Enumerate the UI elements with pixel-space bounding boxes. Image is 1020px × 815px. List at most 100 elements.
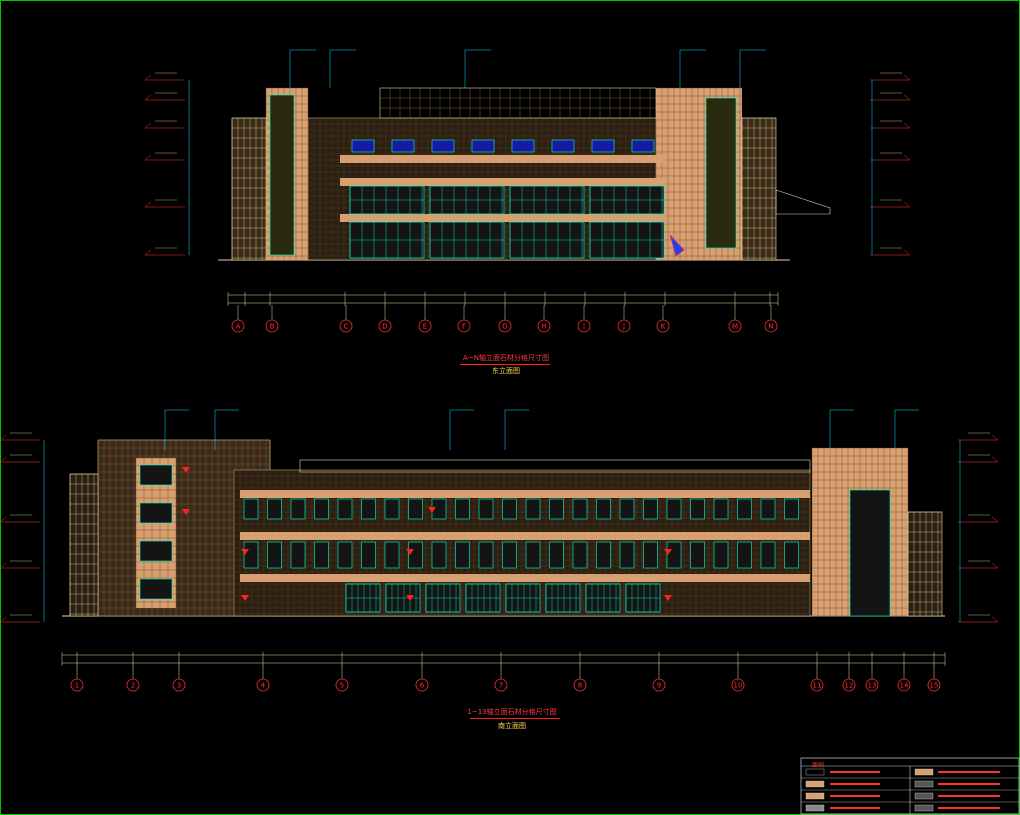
v2-red-marker (241, 549, 249, 555)
v2-window-upper (478, 498, 494, 520)
svg-text:8: 8 (578, 682, 582, 690)
v2-axis-bubble: 5 (335, 678, 349, 692)
v2-glass-bay-grid (585, 583, 620, 613)
v2-red-marker (664, 595, 672, 601)
v1-glass-bay-lower-grid (509, 221, 584, 259)
legend-swatch (805, 780, 825, 788)
svg-text:I: I (583, 323, 585, 331)
v2-left-wing (69, 473, 99, 617)
svg-text:B: B (270, 323, 275, 331)
legend-swatch (805, 804, 825, 812)
svg-text:12: 12 (845, 682, 854, 690)
v2-parapet (299, 459, 811, 473)
v2-left-wing-grid (69, 473, 98, 616)
v1-annotation-leader (679, 49, 706, 88)
svg-text:4: 4 (261, 682, 266, 690)
v2-annotation-leader (504, 409, 529, 450)
v2-band-2 (240, 532, 810, 540)
v1-window (591, 139, 615, 153)
v1-axis-bubble: M (728, 319, 742, 333)
v2-window-mid (525, 541, 541, 569)
v2-red-marker (428, 507, 436, 513)
v2-glass-bay-grid (545, 583, 580, 613)
v2-levels-left (0, 432, 45, 623)
v2-window-mid (243, 541, 259, 569)
v2-glass-bay-grid (385, 583, 420, 613)
v2-window-mid (713, 541, 729, 569)
v2-band-1 (240, 490, 810, 498)
v1-glass-bay-lower-grid (589, 221, 664, 259)
v2-window-upper (455, 498, 470, 520)
svg-text:E: E (423, 323, 427, 331)
svg-text:J: J (622, 323, 625, 331)
v1-left-wing (231, 117, 267, 261)
v1-annotation-leader (289, 49, 316, 88)
v1-dimension-chain (227, 292, 779, 306)
svg-text:H: H (541, 323, 546, 331)
v2-window-upper (502, 498, 517, 520)
v2-axis-bubble: 11 (810, 678, 824, 692)
v2-window-mid (361, 541, 376, 569)
svg-text:15: 15 (930, 682, 939, 690)
v2-window-upper (760, 498, 776, 520)
v2-red-marker (182, 467, 190, 473)
v2-axis-bubble: 8 (573, 678, 587, 692)
v2-window-upper (361, 498, 376, 520)
v2-window-upper (549, 498, 564, 520)
v1-canopy (775, 189, 831, 215)
view1-title: A~N轴立面石材分格尺寸图 (463, 354, 549, 362)
v2-window-upper (314, 498, 329, 520)
v2-window-mid (666, 541, 682, 569)
v2-window-mid (478, 541, 494, 569)
v2-window-mid (596, 541, 611, 569)
view1-title-underline (460, 364, 550, 365)
svg-text:G: G (502, 323, 507, 331)
v2-window-upper (408, 498, 423, 520)
v2-left-window (139, 502, 173, 524)
v2-annotation-leader (214, 409, 239, 450)
v2-window-mid (337, 541, 353, 569)
v1-glass-bay-upper-grid (509, 185, 584, 215)
v1-axis-bubble: C (339, 319, 353, 333)
v1-levels-left (144, 72, 190, 256)
v2-window-mid (619, 541, 635, 569)
v2-annotation-leader (164, 409, 189, 450)
v1-axis-bubble: K (656, 319, 670, 333)
view2-title-underline (470, 718, 560, 719)
v2-band-3 (240, 574, 810, 582)
v2-axis-bubble: 4 (256, 678, 270, 692)
legend-swatch (805, 768, 825, 776)
v2-window-mid (572, 541, 588, 569)
v1-roof-grid (379, 87, 656, 119)
v2-annotation-leader (894, 409, 919, 450)
svg-text:5: 5 (340, 682, 344, 690)
v2-window-upper (290, 498, 306, 520)
v2-axis-bubble: 9 (652, 678, 666, 692)
v2-dimension-chain (61, 652, 946, 666)
v2-window-mid (737, 541, 752, 569)
v2-axis-bubble: 1 (70, 678, 84, 692)
v2-window-upper (572, 498, 588, 520)
v2-window-upper (690, 498, 705, 520)
v2-window-mid (690, 541, 705, 569)
v1-axis-bubble: E (418, 319, 432, 333)
v1-right-tower-glass (705, 97, 737, 249)
v2-window-upper (596, 498, 611, 520)
v1-glass-bay-lower-grid (429, 221, 504, 259)
v2-window-upper (384, 498, 400, 520)
v1-levels-right (870, 72, 911, 256)
v2-window-upper (525, 498, 541, 520)
v1-window (551, 139, 575, 153)
v1-axis-bubble: G (498, 319, 512, 333)
legend-swatch (914, 768, 934, 776)
v1-left-tower-glass (269, 94, 295, 256)
v1-glass-bay-upper-grid (589, 185, 664, 215)
v1-window (351, 139, 375, 153)
svg-text:1: 1 (75, 682, 79, 690)
v2-axis-bubble: 13 (865, 678, 879, 692)
v1-annotation-leader (464, 49, 491, 88)
v1-band-lower (340, 214, 666, 222)
v1-roof-frame (379, 87, 657, 119)
v2-window-mid (314, 541, 329, 569)
svg-text:D: D (382, 323, 387, 331)
